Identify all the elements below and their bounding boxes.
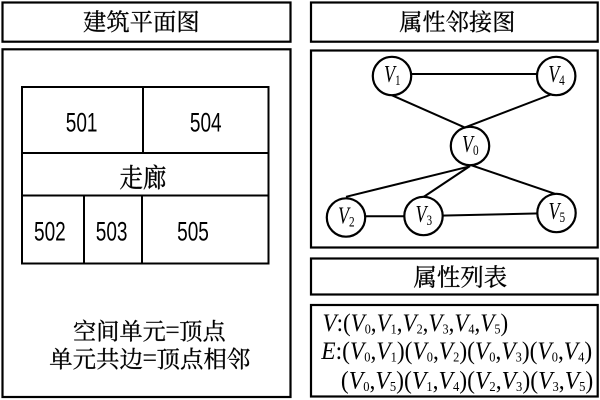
svg-text:501: 501 [66,107,98,137]
svg-text:E:(V0​,V1​)(V0​,V2​)(V0​,V3​)(: E:(V0​,V1​)(V0​,V2​)(V0​,V3​)(V0​,V4​) [320,337,592,365]
svg-text:V0: V0 [462,130,479,158]
svg-text:505: 505 [177,216,209,246]
svg-text:504: 504 [190,107,222,137]
svg-text:V4: V4 [548,60,565,88]
svg-text:502: 502 [34,216,66,246]
svg-text:V:(V0​,V1​,V2​,V3​,V4​,V5​): V:(V0​,V1​,V2​,V3​,V4​,V5​) [323,309,509,337]
svg-text:503: 503 [96,216,128,246]
svg-text:V3: V3 [415,200,432,228]
svg-text:V2: V2 [338,202,355,230]
svg-text:V5: V5 [548,197,565,225]
svg-text:V1: V1 [384,60,401,88]
svg-text:(V0​,V5​)(V1​,V4​)(V2​,V3​)(V3: (V0​,V5​)(V1​,V4​)(V2​,V3​)(V3​,V5​) [341,367,593,395]
